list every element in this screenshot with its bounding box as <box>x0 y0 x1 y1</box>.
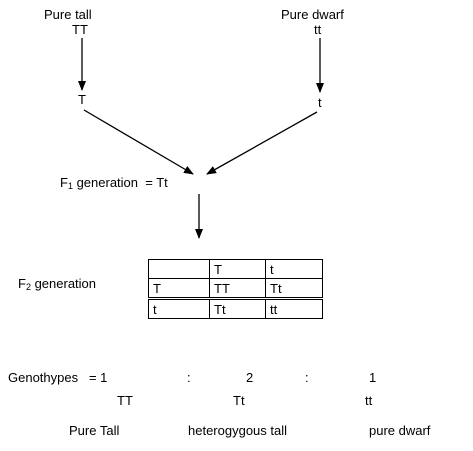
right-parent-label: Pure dwarf <box>281 7 344 22</box>
genotype-tt-mixed: Tt <box>233 393 245 408</box>
f2-label-prefix: F <box>18 276 26 291</box>
f1-label-subscript: 1 <box>67 181 73 191</box>
f2-label-subscript: 2 <box>25 282 31 292</box>
punnett-cell: Tt <box>265 278 323 300</box>
genotype-tt-upper: TT <box>117 393 133 408</box>
punnett-row: t Tt tt <box>148 298 323 319</box>
f1-label: F1 generation = Tt <box>60 176 168 191</box>
punnett-cell: t <box>148 298 210 319</box>
left-parent-label: Pure tall <box>44 7 92 22</box>
phenotype-heterozygous-tall: heterogygous tall <box>188 423 288 438</box>
left-parent-genotype: TT <box>72 22 88 37</box>
arrow-right-gamete-to-f1 <box>206 111 318 175</box>
genotype-tt-lower: tt <box>365 393 373 408</box>
left-gamete: T <box>78 92 86 107</box>
ratio-colon-2: : <box>305 370 309 385</box>
ratio-colon-1: : <box>187 370 191 385</box>
f2-label: F2 generation <box>18 277 96 292</box>
f1-label-prefix: F <box>60 175 68 190</box>
genotypes-label: Genothypes = 1 <box>8 370 108 385</box>
phenotype-pure-dwarf: pure dwarf <box>369 423 431 438</box>
punnett-cell: TT <box>209 278 266 300</box>
arrow-left-gamete-to-f1 <box>83 109 194 175</box>
punnett-cell: tt <box>265 298 323 319</box>
punnett-square: T t T TT Tt t Tt tt <box>148 259 323 319</box>
right-parent-genotype: tt <box>314 22 322 37</box>
ratio-one: 1 <box>369 370 377 385</box>
f1-label-suffix: generation = Tt <box>72 175 168 190</box>
f2-label-suffix: generation <box>30 276 97 291</box>
punnett-row: T TT Tt <box>148 278 323 300</box>
right-gamete: t <box>318 95 322 110</box>
punnett-row: T t <box>148 259 323 279</box>
ratio-two: 2 <box>246 370 254 385</box>
punnett-cell: Tt <box>209 298 266 319</box>
punnett-cell: t <box>265 259 323 279</box>
phenotype-pure-tall: Pure Tall <box>69 423 120 438</box>
